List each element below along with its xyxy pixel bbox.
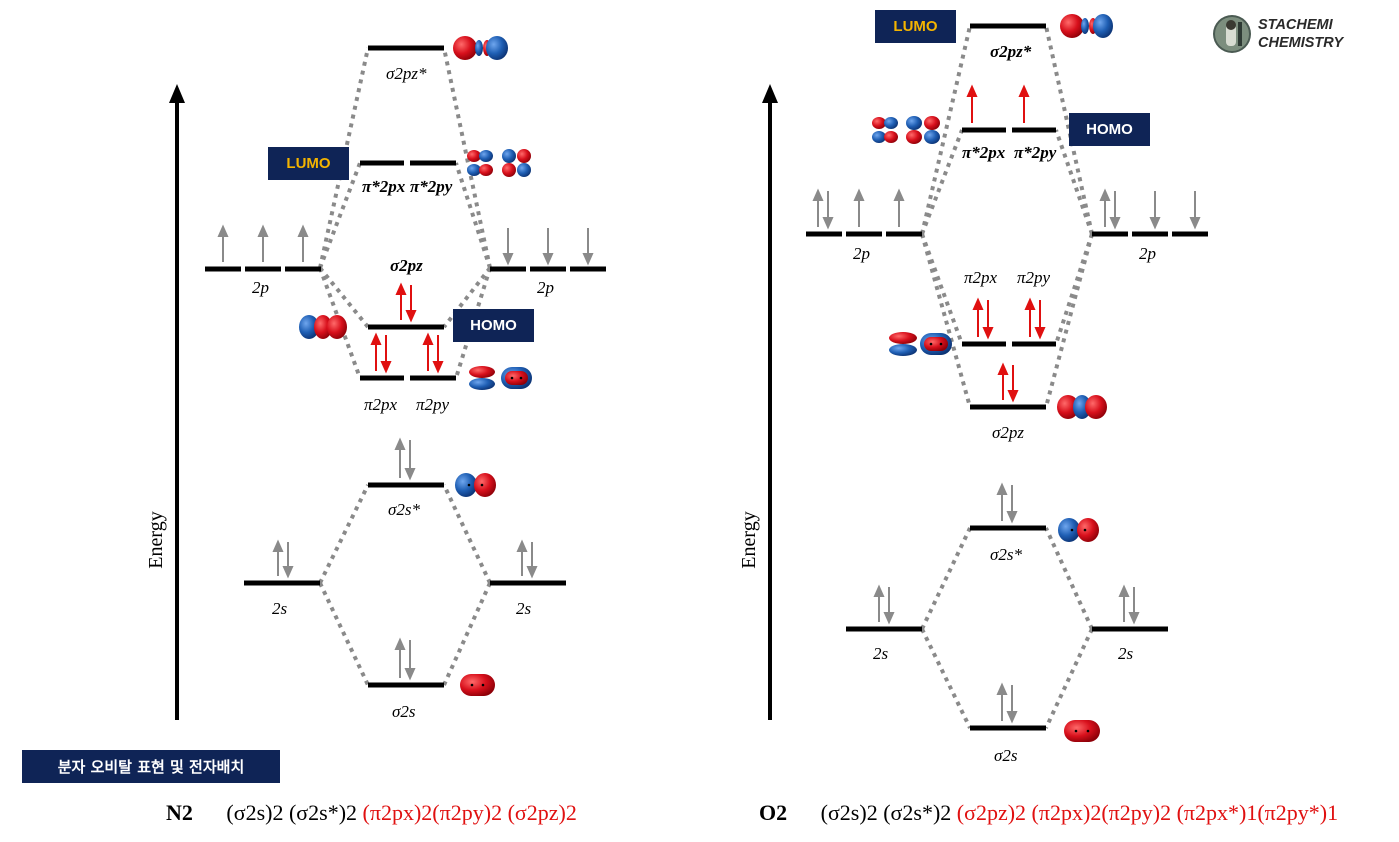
n2-configuration: N2 (σ2s)2 (σ2s*)2 (π2px)2(π2py)2 (σ2pz)2 <box>166 800 577 826</box>
n2-energy-levels <box>205 45 606 688</box>
o2-orbital-s2s-star-icon <box>1058 518 1099 542</box>
n2-config-core: (σ2s)2 (σ2s*)2 <box>226 800 358 825</box>
n2-label-s2pz-star: σ2pz* <box>386 64 427 83</box>
n2-label-pi-x: π2px <box>364 395 398 414</box>
n2-atomic-electrons <box>217 224 594 681</box>
n2-orbital-pi-icon <box>469 366 532 390</box>
o2-molecule-label: O2 <box>759 800 788 825</box>
logo-line-2: CHEMISTRY <box>1258 35 1344 51</box>
o2-orbital-s2pz-icon <box>1057 395 1107 419</box>
n2-molecule-label: N2 <box>166 800 193 825</box>
n2-label-2p-right: 2p <box>537 278 554 297</box>
o2-correlation-lines <box>920 25 1094 729</box>
n2-orbital-s2pz-icon <box>299 315 347 339</box>
o2-energy-levels <box>806 23 1208 731</box>
o2-level-labels: σ2pz* π*2px π*2py 2p 2p π2px π2py σ2pz σ… <box>853 42 1156 765</box>
n2-energy-label: Energy <box>145 511 167 568</box>
o2-config-valence: (σ2pz)2 (π2px)2(π2py)2 (π2px*)1(π2py*)1 <box>956 800 1339 825</box>
n2-label-s2s: σ2s <box>392 702 416 721</box>
o2-label-s2pz: σ2pz <box>992 423 1024 442</box>
o2-label-pi-x: π2px <box>964 268 998 287</box>
o2-label-pi-y: π2py <box>1017 268 1051 287</box>
o2-label-2s-left: 2s <box>873 644 889 663</box>
n2-valence-electrons <box>370 282 444 374</box>
logo-photo-icon <box>1213 15 1251 53</box>
o2-valence-electrons <box>966 84 1046 403</box>
n2-label-s2s-star: σ2s* <box>388 500 420 519</box>
section-label: 분자 오비탈 표현 및 전자배치 <box>22 750 280 783</box>
o2-orbital-pi-star-icon <box>872 116 940 144</box>
o2-energy-label: Energy <box>738 511 760 568</box>
o2-label-s2s: σ2s <box>994 746 1018 765</box>
n2-axis-arrowhead <box>169 84 185 103</box>
o2-label-2p-right: 2p <box>1139 244 1156 263</box>
n2-orbital-s2s-icon <box>460 674 495 696</box>
n2-orbital-s2pz-star-icon <box>453 36 508 60</box>
n2-correlation-lines <box>318 47 492 686</box>
n2-label-pi-star-x: π*2px <box>362 177 406 196</box>
o2-orbital-s2s-icon <box>1064 720 1100 742</box>
o2-atomic-electrons <box>812 188 1201 724</box>
o2-config-core: (σ2s)2 (σ2s*)2 <box>820 800 952 825</box>
n2-label-2s-right: 2s <box>516 599 532 618</box>
n2-level-labels: σ2pz* π*2px π*2py 2p 2p σ2pz π2px π2py σ… <box>252 64 554 721</box>
o2-diagram: Energy <box>738 14 1208 765</box>
o2-orbital-pi-icon <box>889 332 952 356</box>
o2-label-2s-right: 2s <box>1118 644 1134 663</box>
n2-label-pi-star-y: π*2py <box>410 177 453 196</box>
o2-label-pi-star-y: π*2py <box>1014 143 1057 162</box>
o2-axis-arrowhead <box>762 84 778 103</box>
n2-label-2p-left: 2p <box>252 278 269 297</box>
n2-config-valence: (π2px)2(π2py)2 (σ2pz)2 <box>362 800 577 825</box>
n2-label-s2pz: σ2pz <box>390 256 423 275</box>
logo-line-1: STACHEMI <box>1258 17 1333 33</box>
n2-homo-badge: HOMO <box>453 309 534 342</box>
o2-label-2p-left: 2p <box>853 244 870 263</box>
o2-configuration: O2 (σ2s)2 (σ2s*)2 (σ2pz)2 (π2px)2(π2py)2… <box>759 800 1338 826</box>
n2-orbital-pi-star-icon <box>467 149 531 177</box>
n2-label-pi-y: π2py <box>416 395 450 414</box>
n2-label-2s-left: 2s <box>272 599 288 618</box>
n2-orbital-s2s-star-icon <box>455 473 496 497</box>
o2-label-s2pz-star: σ2pz* <box>990 42 1032 61</box>
o2-orbital-s2pz-star-icon <box>1060 14 1113 38</box>
n2-lumo-badge: LUMO <box>268 147 349 180</box>
o2-lumo-badge: LUMO <box>875 10 956 43</box>
o2-label-s2s-star: σ2s* <box>990 545 1022 564</box>
n2-diagram: Energy <box>145 36 606 721</box>
stachemi-logo: STACHEMI CHEMISTRY <box>1212 14 1343 54</box>
o2-homo-badge: HOMO <box>1069 113 1150 146</box>
o2-label-pi-star-x: π*2px <box>962 143 1006 162</box>
